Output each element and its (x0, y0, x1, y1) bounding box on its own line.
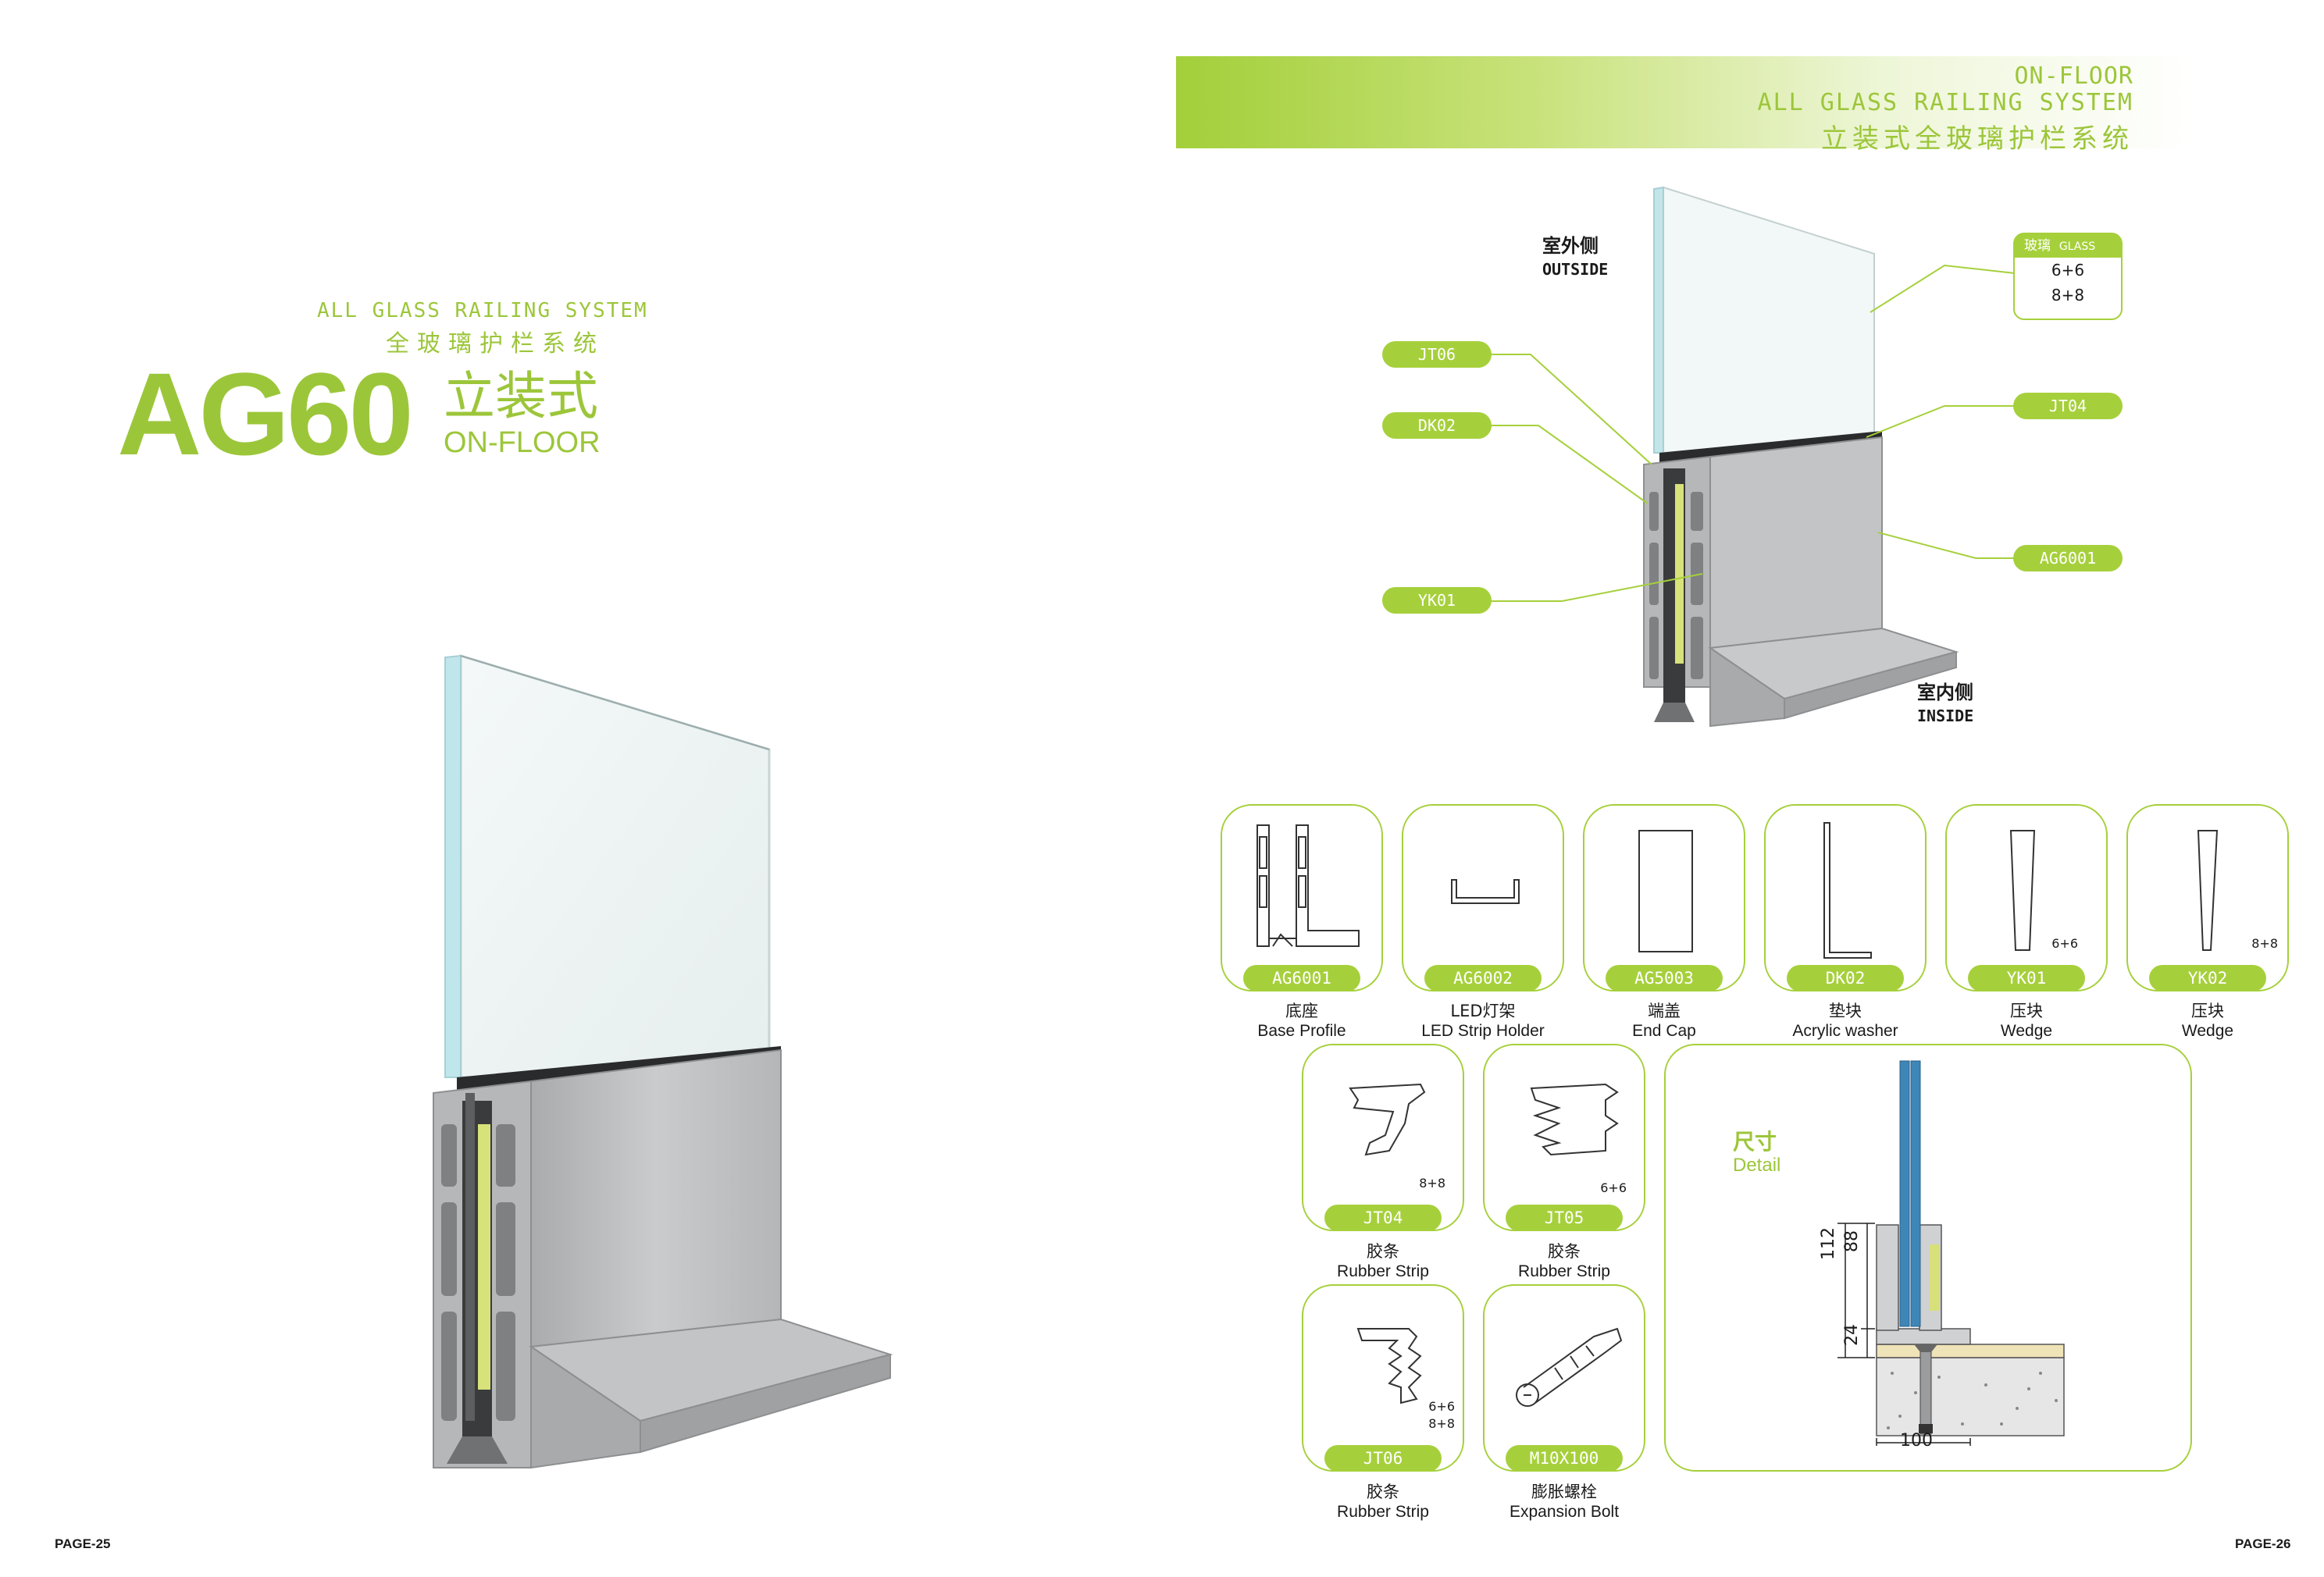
part-card-jt04: 8+8 JT04 (1302, 1044, 1464, 1231)
model-type-cn: 立装式 (444, 366, 598, 426)
part-card-ag5003: AG5003 (1583, 804, 1745, 991)
callout-ag6001: AG6001 (2013, 545, 2123, 571)
header-gradient-bar (1176, 56, 2191, 148)
section-drawing (1837, 1060, 2065, 1446)
end-cap-icon (1638, 830, 1693, 952)
rubber-strip-jt05-icon (1530, 1083, 1619, 1156)
detail-title-cn: 尺寸 (1733, 1129, 1777, 1155)
header-title-3: 立装式全玻璃护栏系统 (1821, 123, 2133, 155)
page-number-left: PAGE-25 (55, 1536, 111, 1551)
callout-dk02: DK02 (1382, 412, 1492, 439)
callout-leader-lines (1484, 264, 2016, 602)
part-code: AG6002 (1424, 965, 1542, 991)
part-card-yk01: 6+6 YK01 (1945, 804, 2108, 991)
model-type-en: ON-FLOOR (444, 426, 601, 459)
glass-size-note: 8+8 (2251, 936, 2278, 951)
detail-title-en: Detail (1733, 1155, 1781, 1176)
part-code: AG5003 (1606, 965, 1723, 991)
part-code: JT04 (1324, 1205, 1442, 1231)
glass-size-note: 8+8 (1419, 1176, 1445, 1191)
callout-yk01: YK01 (1382, 587, 1492, 614)
part-code: YK02 (2149, 965, 2266, 991)
part-code: YK01 (1968, 965, 2085, 991)
wedge-6-icon (2009, 830, 2036, 951)
series-title-cn: 全玻璃护栏系统 (386, 330, 604, 358)
product-render-large (433, 653, 893, 1469)
dimension-lower: 24 (1842, 1324, 1862, 1346)
product-render-small (1643, 186, 1959, 728)
part-code: DK02 (1787, 965, 1904, 991)
part-card-ag6001: AG6001 (1221, 804, 1383, 991)
glass-size-note: 6+6 (1600, 1180, 1627, 1195)
outside-label: 室外侧 OUTSIDE (1542, 235, 1609, 279)
callout-jt06: JT06 (1382, 341, 1492, 368)
rubber-strip-jt04-icon (1349, 1083, 1426, 1156)
wedge-8-icon (2197, 830, 2219, 951)
acrylic-washer-icon (1823, 822, 1872, 959)
part-code: AG6001 (1243, 965, 1360, 991)
part-card-m10x100: M10X100 (1483, 1284, 1645, 1472)
expansion-bolt-icon (1516, 1327, 1623, 1407)
detail-drawing-panel: 尺寸 Detail (1664, 1044, 2192, 1472)
part-card-jt06: 6+6 8+8 JT06 (1302, 1284, 1464, 1472)
dimension-width: 100 (1900, 1431, 1933, 1451)
part-code: JT05 (1506, 1205, 1623, 1231)
part-card-jt05: 6+6 JT05 (1483, 1044, 1645, 1231)
led-holder-icon (1451, 879, 1520, 904)
part-card-dk02: DK02 (1764, 804, 1927, 991)
part-code: M10X100 (1506, 1445, 1623, 1472)
header-title-2: ALL GLASS RAILING SYSTEM (1757, 89, 2133, 116)
dimension-total: 112 (1819, 1227, 1838, 1260)
part-card-yk02: 8+8 YK02 (2126, 804, 2289, 991)
rubber-strip-jt06-icon (1356, 1328, 1422, 1404)
dimension-upper: 88 (1842, 1230, 1862, 1252)
glass-spec-box: 玻璃 GLASS 6+6 8+8 (2013, 233, 2123, 320)
callout-jt04: JT04 (2013, 393, 2123, 419)
glass-size-note: 8+8 (1428, 1416, 1455, 1431)
header-title-1: ON-FLOOR (2014, 62, 2133, 90)
part-card-ag6002: AG6002 (1402, 804, 1564, 991)
part-code: JT06 (1324, 1445, 1442, 1472)
page-number-right: PAGE-26 (2235, 1536, 2291, 1551)
glass-size-note: 6+6 (2051, 936, 2078, 951)
base-profile-icon (1256, 824, 1360, 947)
inside-label: 室内侧 INSIDE (1917, 682, 1974, 725)
series-title-en: ALL GLASS RAILING SYSTEM (317, 299, 648, 322)
glass-size-note: 6+6 (1428, 1399, 1455, 1414)
model-number: AG60 (117, 348, 414, 479)
